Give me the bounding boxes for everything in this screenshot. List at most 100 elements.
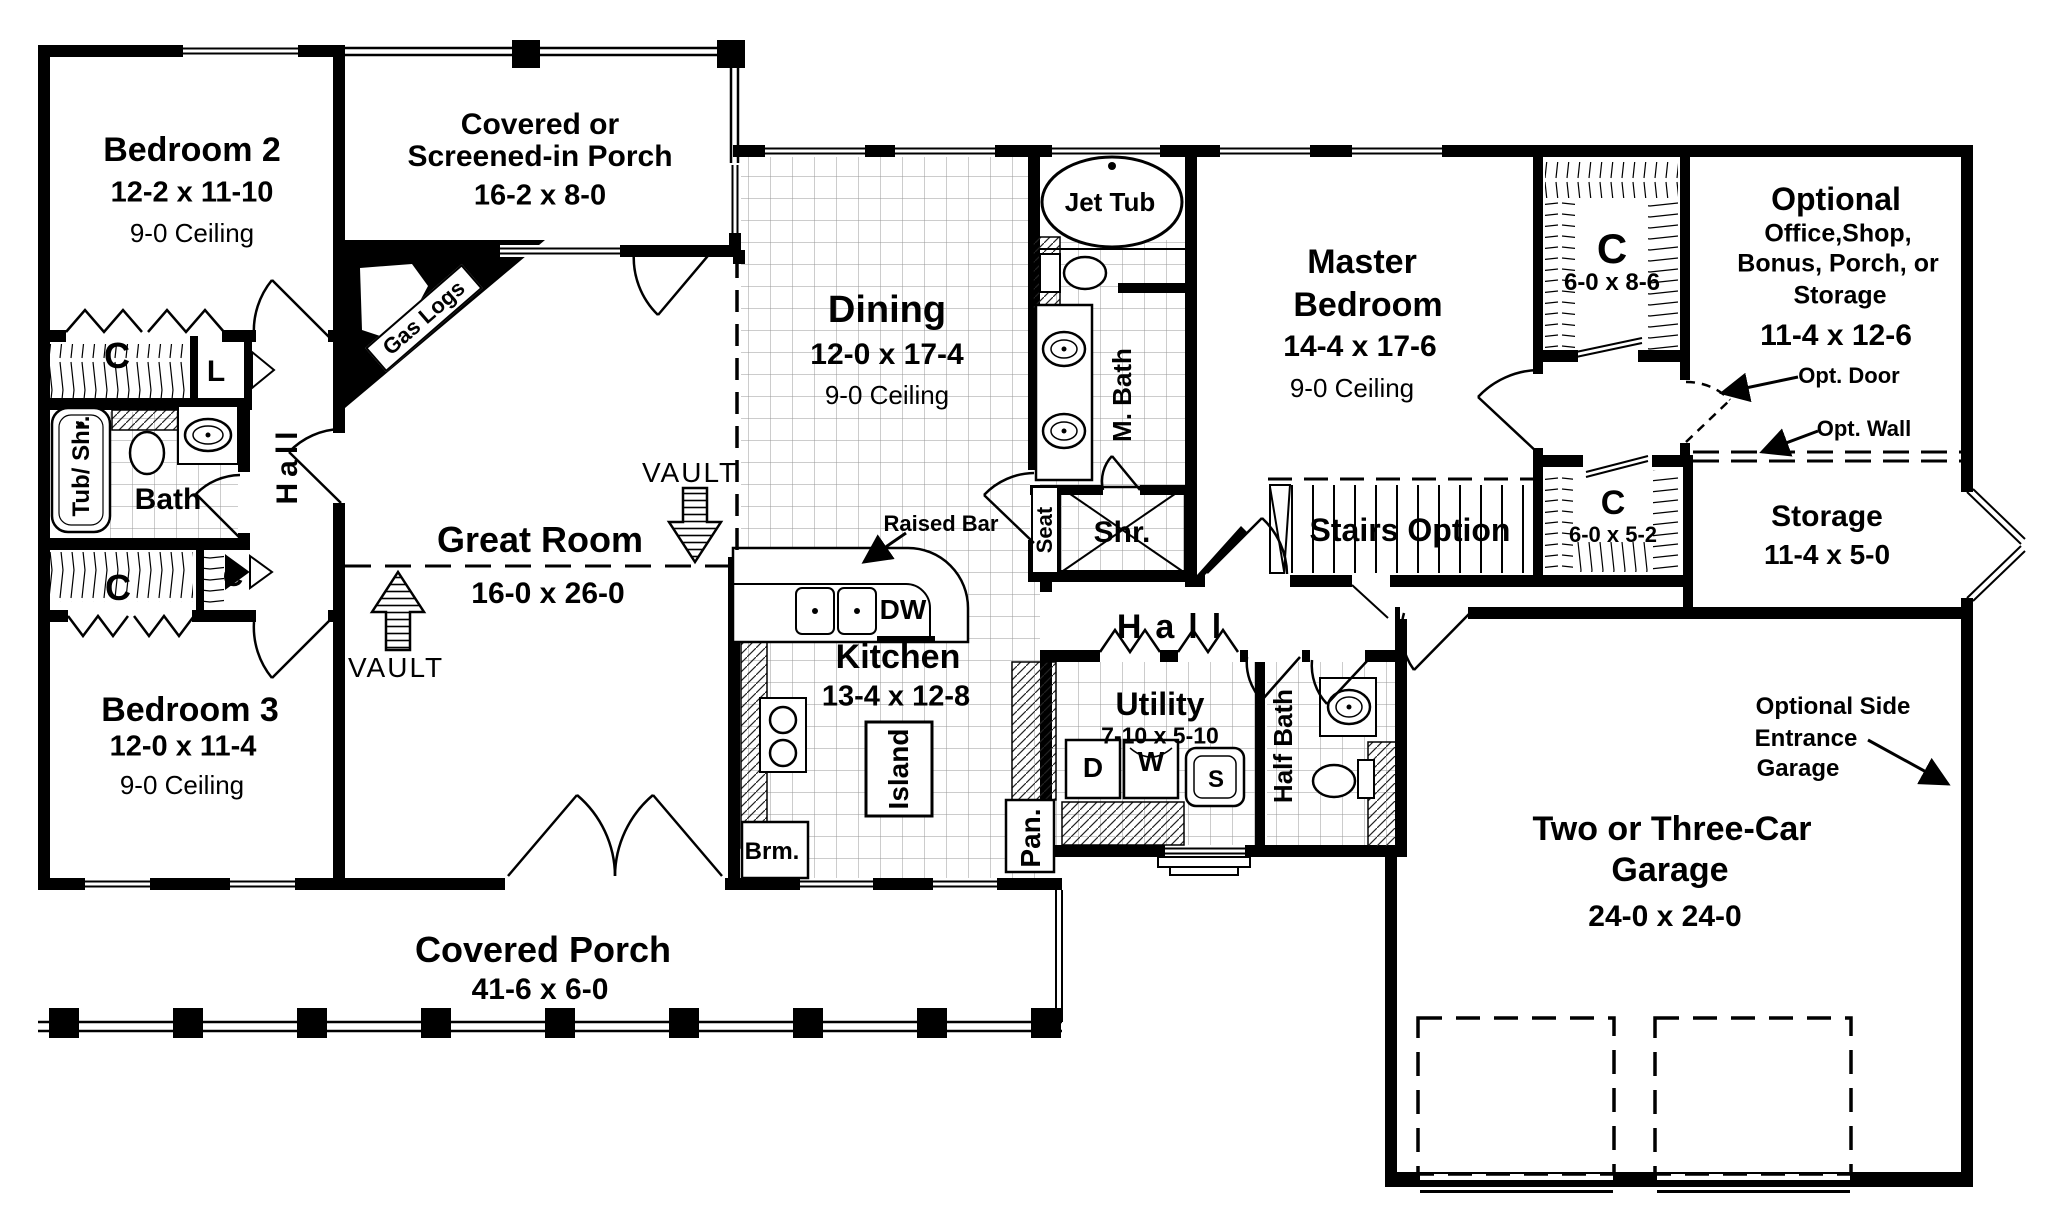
opt-wall-arrow: [1759, 428, 1819, 457]
bedroom3-dim: 12-0 x 11-4: [109, 730, 257, 763]
hatched-counters: [111, 236, 1397, 849]
master-closet-label: C: [1596, 225, 1628, 272]
jet-tub: [1040, 155, 1184, 249]
hall-bath-fixtures: [50, 405, 239, 534]
master-bath-fixtures: [1031, 155, 1187, 575]
opt-door-arrow: [1719, 372, 1799, 403]
porch-railing: [38, 890, 1063, 1038]
utility-sink-label: S: [1207, 766, 1225, 793]
storage-name: Storage: [1771, 500, 1883, 533]
side-garage-label-2: Entrance: [1754, 725, 1858, 752]
doors: [195, 250, 2026, 877]
hall-center-label: Hall: [1116, 608, 1236, 646]
kitchen-fixtures: [731, 546, 1056, 880]
optional-room-name-4: Storage: [1793, 281, 1887, 310]
kitchen-dim: 13-4 x 12-8: [821, 680, 971, 713]
utility-name: Utility: [1115, 686, 1205, 722]
washer-label: W: [1137, 746, 1165, 777]
tub-shower: [50, 406, 112, 534]
covered-porch-dim: 41-6 x 6-0: [471, 973, 609, 1006]
utility-dim: 7-10 x 5-10: [1101, 722, 1219, 749]
side-garage-label-3: Garage: [1756, 755, 1840, 782]
seat-label: Seat: [1032, 506, 1057, 554]
great-room-name: Great Room: [436, 519, 644, 560]
dishwasher-label: DW: [879, 594, 927, 625]
vault-arrow-up: [369, 569, 427, 652]
master-name-2: Bedroom: [1293, 286, 1443, 324]
island: [864, 720, 934, 818]
garage-dim: 24-0 x 24-0: [1588, 900, 1742, 933]
dashed-lines: [345, 256, 1961, 1176]
pantry: [1004, 798, 1056, 874]
bedroom2-dim: 12-2 x 11-10: [110, 176, 274, 209]
island-label: Island: [883, 728, 914, 810]
toilet: [1311, 763, 1357, 799]
dining-ceiling: 9-0 Ceiling: [824, 380, 950, 410]
closet-top-label: C: [104, 335, 130, 376]
closet-shelving: [45, 162, 1681, 612]
toilet-tank: [1357, 759, 1375, 799]
dryer: [1064, 738, 1122, 800]
garage-door-outline: [1653, 1016, 1853, 1176]
optional-room-name-2: Office,Shop,: [1764, 219, 1912, 248]
utility-halfbath-fixtures: [1064, 677, 1377, 876]
pantry-label: Pan.: [1015, 808, 1046, 868]
utility-sink: [1184, 746, 1246, 808]
dining-name: Dining: [827, 289, 947, 331]
raised-bar-arrow: [861, 531, 907, 564]
opt-wall-label: Opt. Wall: [1816, 416, 1912, 441]
windows: [85, 45, 1442, 890]
optional-room-dim: 11-4 x 12-6: [1760, 319, 1912, 352]
dryer-label: D: [1082, 752, 1104, 783]
optional-room-name-3: Bonus, Porch, or: [1737, 249, 1939, 278]
hearth: [360, 264, 428, 342]
broom-closet: [740, 820, 810, 880]
shower-label: Shr.: [1093, 516, 1151, 549]
bedroom3-ceiling: 9-0 Ceiling: [119, 770, 245, 800]
closet-small-label: C: [222, 561, 244, 592]
closet-bottom-label: C: [105, 567, 131, 608]
optional-room-name-1: Optional: [1771, 181, 1901, 217]
shower-seat: [1031, 486, 1059, 574]
annotation-arrows: [861, 372, 1951, 786]
closet-c2-dim: 6-0 x 5-2: [1568, 522, 1658, 547]
toilet: [128, 430, 166, 476]
covered-porch-name: Covered Porch: [414, 929, 672, 970]
screened-porch-name-2: Screened-in Porch: [407, 140, 673, 173]
garage-name-2: Garage: [1611, 851, 1729, 889]
optional-door: [1685, 380, 1731, 443]
vault-arrow-down: [666, 486, 724, 565]
garage-name-1: Two or Three-Car: [1532, 810, 1812, 848]
master-ceiling: 9-0 Ceiling: [1289, 373, 1415, 403]
stairs-treads: [1269, 484, 1524, 574]
screened-porch-dim: 16-2 x 8-0: [473, 179, 607, 212]
shower: [1058, 485, 1187, 575]
master-dim: 14-4 x 17-6: [1283, 330, 1437, 363]
garage-door-openings: [1420, 1174, 1850, 1193]
toilet: [1062, 255, 1108, 291]
kitchen-name: Kitchen: [835, 638, 961, 676]
storage-double-door: [1966, 488, 2026, 545]
vault-label-left: VAULT: [347, 652, 445, 683]
screened-porch-name-1: Covered or: [460, 108, 620, 141]
side-garage-label-1: Optional Side: [1755, 693, 1911, 720]
bedroom2-name: Bedroom 2: [103, 131, 281, 169]
bedroom3-name: Bedroom 3: [101, 691, 279, 729]
dining-dim: 12-0 x 17-4: [810, 338, 964, 371]
bath-label: Bath: [134, 483, 202, 516]
closet-door-symbols: [225, 349, 276, 590]
great-room-dim: 16-0 x 26-0: [471, 577, 625, 610]
broom-label: Brm.: [744, 838, 800, 865]
storage-dim: 11-4 x 5-0: [1763, 539, 1891, 570]
hall-bedrooms-label: Hall: [271, 425, 304, 505]
walls: [38, 45, 1973, 1187]
bifold-doors: [65, 308, 1240, 655]
garage-door-outline: [1416, 1016, 1616, 1176]
bedroom2-ceiling: 9-0 Ceiling: [129, 218, 255, 248]
master-closet-dim: 6-0 x 8-6: [1563, 269, 1661, 296]
porch-screens: [345, 40, 745, 163]
side-garage-arrow: [1867, 738, 1951, 786]
master-bath-label: M. Bath: [1107, 348, 1137, 442]
